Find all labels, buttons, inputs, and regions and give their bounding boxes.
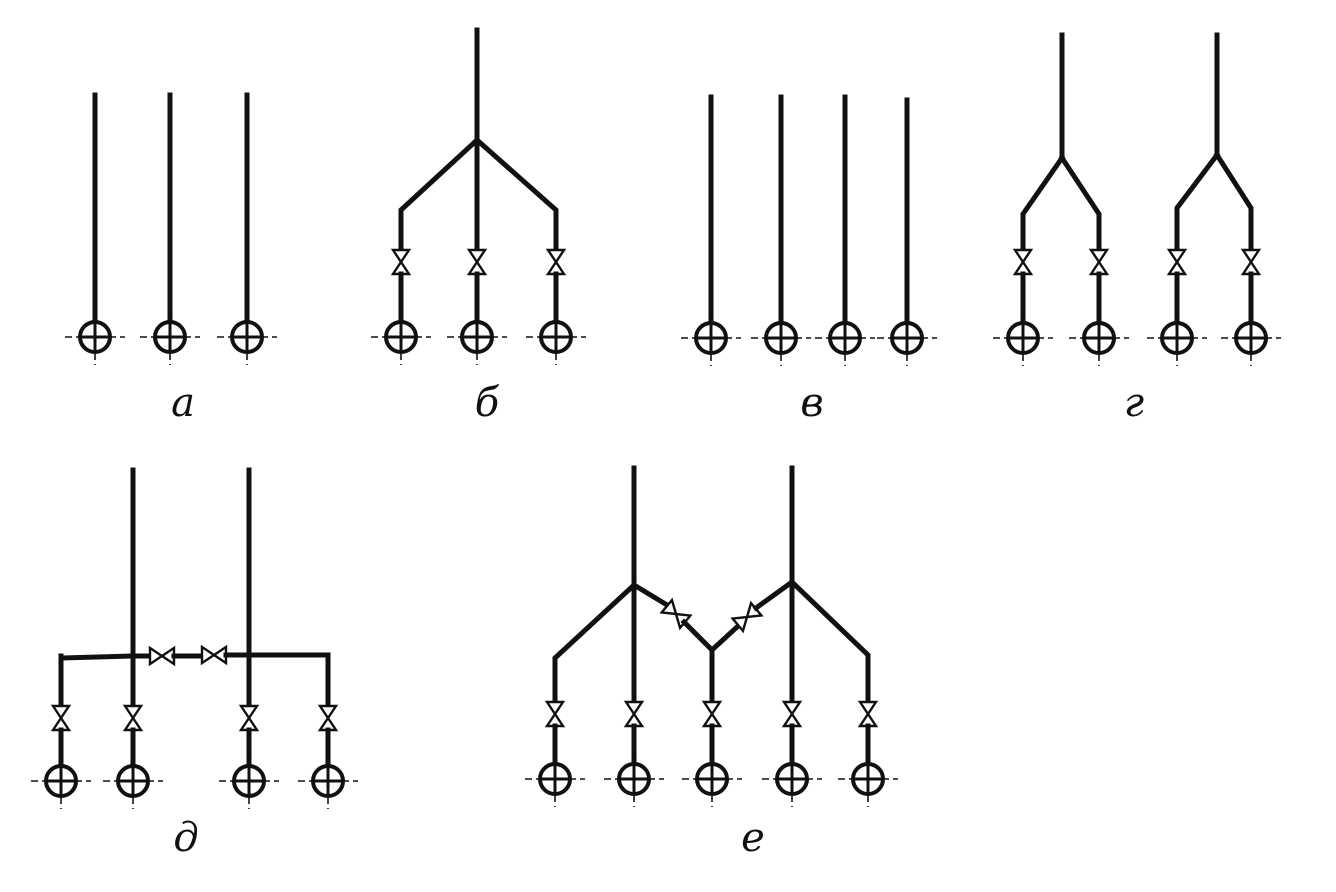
pipe-branch-right (1058, 154, 1102, 239)
gate-valve-symbol (390, 248, 412, 276)
scheme-g (993, 32, 1281, 366)
pipe-branch-left (1020, 154, 1066, 239)
pipe-branch-left (398, 136, 481, 239)
valve-triangle (857, 700, 879, 717)
scheme-d (31, 467, 358, 809)
caption-g: г (1123, 380, 1145, 426)
valve-triangle (730, 615, 749, 634)
pipe-branch-right (788, 578, 871, 693)
gate-valve-symbol (623, 700, 645, 728)
pipe-branch-right (1213, 151, 1254, 239)
valve-triangle (1240, 248, 1262, 265)
valve-triangle (623, 700, 645, 717)
valve-triangle (545, 248, 567, 265)
valve-triangle (317, 704, 339, 721)
gate-valve-symbol (238, 704, 260, 732)
gate-valve-symbol (1088, 248, 1110, 276)
caption-e: е (741, 815, 765, 861)
valve-triangle (148, 645, 165, 667)
valve-triangle (122, 704, 144, 721)
gate-valve-symbol (701, 700, 723, 728)
valve-triangle (659, 597, 678, 616)
gate-valve-symbol (730, 600, 764, 634)
scheme-b (371, 27, 586, 365)
valve-triangle (390, 248, 412, 265)
valve-triangle (50, 704, 72, 721)
scheme-e (525, 465, 898, 807)
caption-b: б (474, 380, 500, 426)
gate-valve-symbol (317, 704, 339, 732)
gate-valve-symbol (857, 700, 879, 728)
valve-triangle (1166, 248, 1188, 265)
valve-triangle (1088, 248, 1110, 265)
pipe-branch-left (58, 653, 136, 698)
pipe-branch-left (1174, 151, 1221, 239)
valve-triangle (466, 248, 488, 265)
gate-valve-symbol (466, 248, 488, 276)
gate-valve-symbol (50, 704, 72, 732)
valve-triangle (238, 704, 260, 721)
caption-a: а (171, 380, 195, 426)
pipe-branch-left (552, 581, 638, 693)
valve-triangle (1012, 248, 1034, 265)
gate-valve-symbol (1012, 248, 1034, 276)
valve-triangle (544, 700, 566, 717)
pipe-branch-right (473, 136, 559, 239)
scheme-a (65, 92, 277, 365)
gate-valve-symbol (122, 704, 144, 732)
gate-valve-symbol (1240, 248, 1262, 276)
valve-triangle (781, 700, 803, 717)
pipe-interconnect (680, 618, 716, 654)
pipe-interconnect (752, 578, 796, 612)
gate-valve-symbol (1166, 248, 1188, 276)
valve-triangle (701, 700, 723, 717)
gate-valve-symbol (148, 645, 176, 667)
valve-triangle (200, 644, 217, 666)
gate-valve-symbol (781, 700, 803, 728)
gate-valve-symbol (200, 644, 228, 666)
pipe-interconnect (708, 623, 741, 654)
gate-valve-symbol (545, 248, 567, 276)
pipe-branch-right (246, 652, 331, 698)
caption-d: д (173, 815, 199, 861)
pipe-interconnect (630, 581, 671, 609)
gate-valve-symbol (544, 700, 566, 728)
caption-v: в (800, 380, 824, 426)
scheme-v (681, 94, 937, 366)
